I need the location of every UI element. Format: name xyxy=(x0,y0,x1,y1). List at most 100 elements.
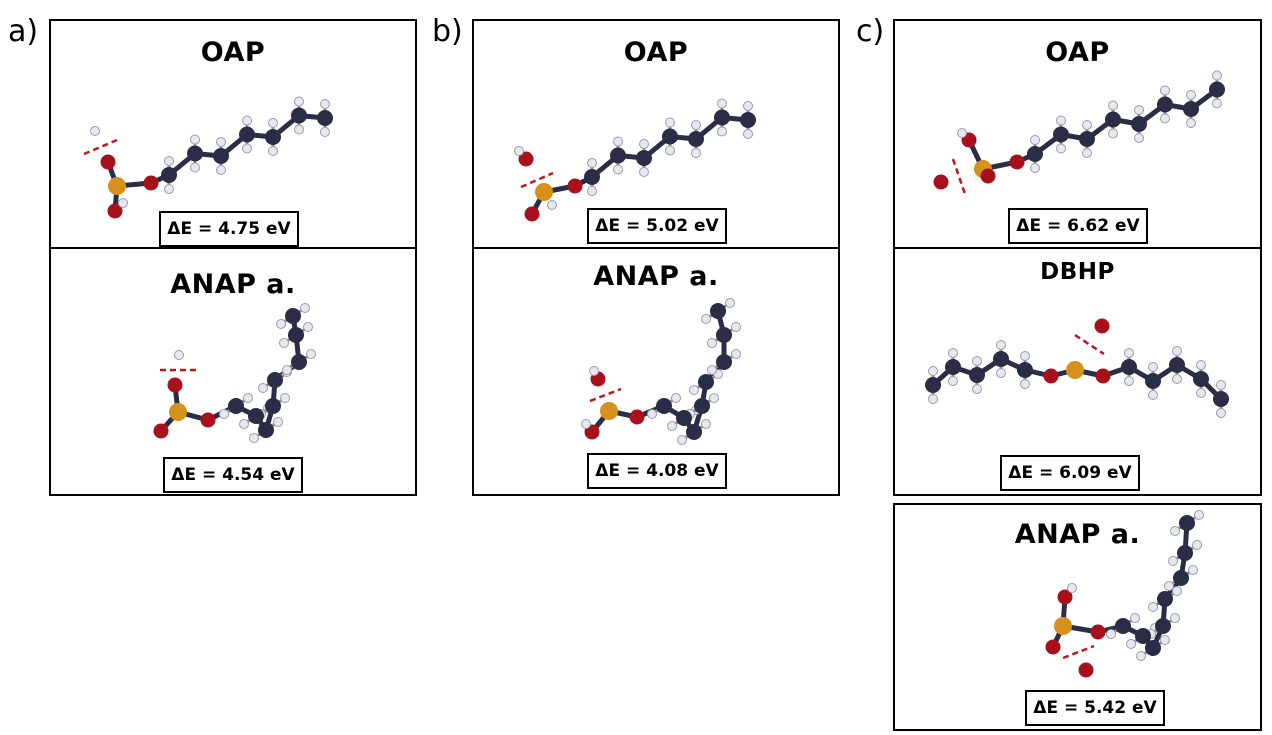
hydrogen-atom xyxy=(948,348,958,358)
hydrogen-atom xyxy=(717,126,727,137)
molecule-structure xyxy=(83,96,333,219)
hydrogen-atom xyxy=(1136,651,1146,661)
molecule-structure xyxy=(514,98,756,222)
carbon-atom xyxy=(698,374,714,390)
oxygen-atom xyxy=(1078,662,1094,678)
phosphorus-atom xyxy=(535,183,553,201)
hydrogen-atom xyxy=(731,349,741,359)
hydrogen-atom xyxy=(258,383,268,393)
hydrogen-atom xyxy=(1134,105,1144,115)
hydrogen-atom xyxy=(1056,143,1066,154)
hydrogen-atom xyxy=(717,98,727,109)
hydrogen-atom xyxy=(1134,133,1144,143)
hydrogen-atom xyxy=(1067,583,1077,593)
carbon-atom xyxy=(740,112,756,128)
hydrogen-atom xyxy=(1188,565,1198,575)
carbon-atom xyxy=(1131,116,1147,132)
oxygen-atom xyxy=(107,203,123,219)
carbon-atom xyxy=(213,148,229,164)
carbon-atom xyxy=(317,110,333,126)
hydrogen-atom xyxy=(1186,118,1196,128)
hydrogen-atom xyxy=(613,164,623,175)
panel-b-top: OAP ΔE = 5.02 eV xyxy=(472,19,840,249)
hydrogen-atom xyxy=(1164,581,1174,591)
cleavage-line xyxy=(589,387,622,403)
hydrogen-atom xyxy=(282,365,292,375)
oxygen-atom xyxy=(933,174,949,190)
oxygen-atom xyxy=(200,412,216,428)
carbon-atom xyxy=(288,327,304,343)
hydrogen-atom xyxy=(743,129,753,139)
energy-label: ΔE = 5.42 eV xyxy=(1025,690,1165,726)
molecule-structure xyxy=(581,298,741,445)
carbon-atom xyxy=(1157,96,1173,113)
hydrogen-atom xyxy=(1160,85,1170,96)
phosphorus-atom xyxy=(108,177,126,195)
carbon-atom xyxy=(1155,618,1171,634)
carbon-atom xyxy=(636,150,652,166)
hydrogen-atom xyxy=(174,350,184,360)
energy-label: ΔE = 4.75 eV xyxy=(159,211,299,247)
oxygen-atom xyxy=(1094,318,1110,334)
hydrogen-atom xyxy=(639,167,649,177)
hydrogen-atom xyxy=(689,385,699,395)
hydrogen-atom xyxy=(613,136,623,147)
molecule-structure xyxy=(925,318,1229,418)
molecule-title: ANAP a. xyxy=(593,261,719,292)
hydrogen-atom xyxy=(996,340,1006,350)
phosphorus-atom xyxy=(1054,617,1072,635)
hydrogen-atom xyxy=(665,117,675,128)
hydrogen-atom xyxy=(280,393,290,403)
hydrogen-atom xyxy=(320,127,330,137)
hydrogen-atom xyxy=(1108,128,1118,139)
carbon-atom xyxy=(925,377,941,393)
hydrogen-atom xyxy=(190,162,200,173)
oxygen-atom xyxy=(980,168,996,184)
carbon-atom xyxy=(945,359,961,375)
carbon-atom xyxy=(265,398,281,414)
hydrogen-atom xyxy=(691,120,701,130)
hydrogen-atom xyxy=(647,409,657,419)
panel-b-bottom: ANAP a. ΔE = 4.08 eV xyxy=(472,247,840,496)
hydrogen-atom xyxy=(1212,98,1222,109)
carbon-atom xyxy=(584,169,600,185)
hydrogen-atom xyxy=(1130,613,1140,623)
carbon-atom xyxy=(1173,570,1189,586)
hydrogen-atom xyxy=(1056,115,1066,126)
hydrogen-atom xyxy=(1216,380,1226,390)
hydrogen-atom xyxy=(216,137,226,147)
carbon-atom xyxy=(228,398,244,414)
hydrogen-atom xyxy=(587,186,597,196)
carbon-atom xyxy=(1179,515,1195,531)
hydrogen-atom xyxy=(239,419,249,429)
hydrogen-atom xyxy=(118,198,128,208)
hydrogen-atom xyxy=(1160,113,1170,124)
carbon-atom xyxy=(714,109,730,126)
panel-a-top: OAP ΔE = 4.75 eV xyxy=(49,19,417,249)
cleavage-line xyxy=(83,138,118,156)
molecule-title: OAP xyxy=(200,37,266,68)
hydrogen-atom xyxy=(667,421,677,431)
molecule-structure xyxy=(1045,510,1204,678)
carbon-atom xyxy=(694,398,710,414)
carbon-atom xyxy=(1177,545,1193,561)
carbon-atom xyxy=(716,354,732,370)
hydrogen-atom xyxy=(707,338,717,348)
oxygen-atom xyxy=(1045,639,1061,655)
hydrogen-atom xyxy=(1170,613,1180,623)
oxygen-atom xyxy=(167,377,183,393)
energy-label: ΔE = 4.08 eV xyxy=(587,453,727,489)
oxygen-atom xyxy=(1057,589,1073,605)
carbon-atom xyxy=(1115,618,1131,634)
carbon-atom xyxy=(656,398,672,414)
carbon-atom xyxy=(1157,591,1173,607)
hydrogen-atom xyxy=(1194,510,1204,520)
carbon-atom xyxy=(187,145,203,162)
carbon-atom xyxy=(1121,359,1137,375)
hydrogen-atom xyxy=(216,165,226,175)
cleavage-line xyxy=(520,171,554,189)
hydrogen-atom xyxy=(972,356,982,366)
panel-label-a: a) xyxy=(8,14,39,49)
oxygen-atom xyxy=(1095,368,1111,384)
hydrogen-atom xyxy=(1148,602,1158,612)
